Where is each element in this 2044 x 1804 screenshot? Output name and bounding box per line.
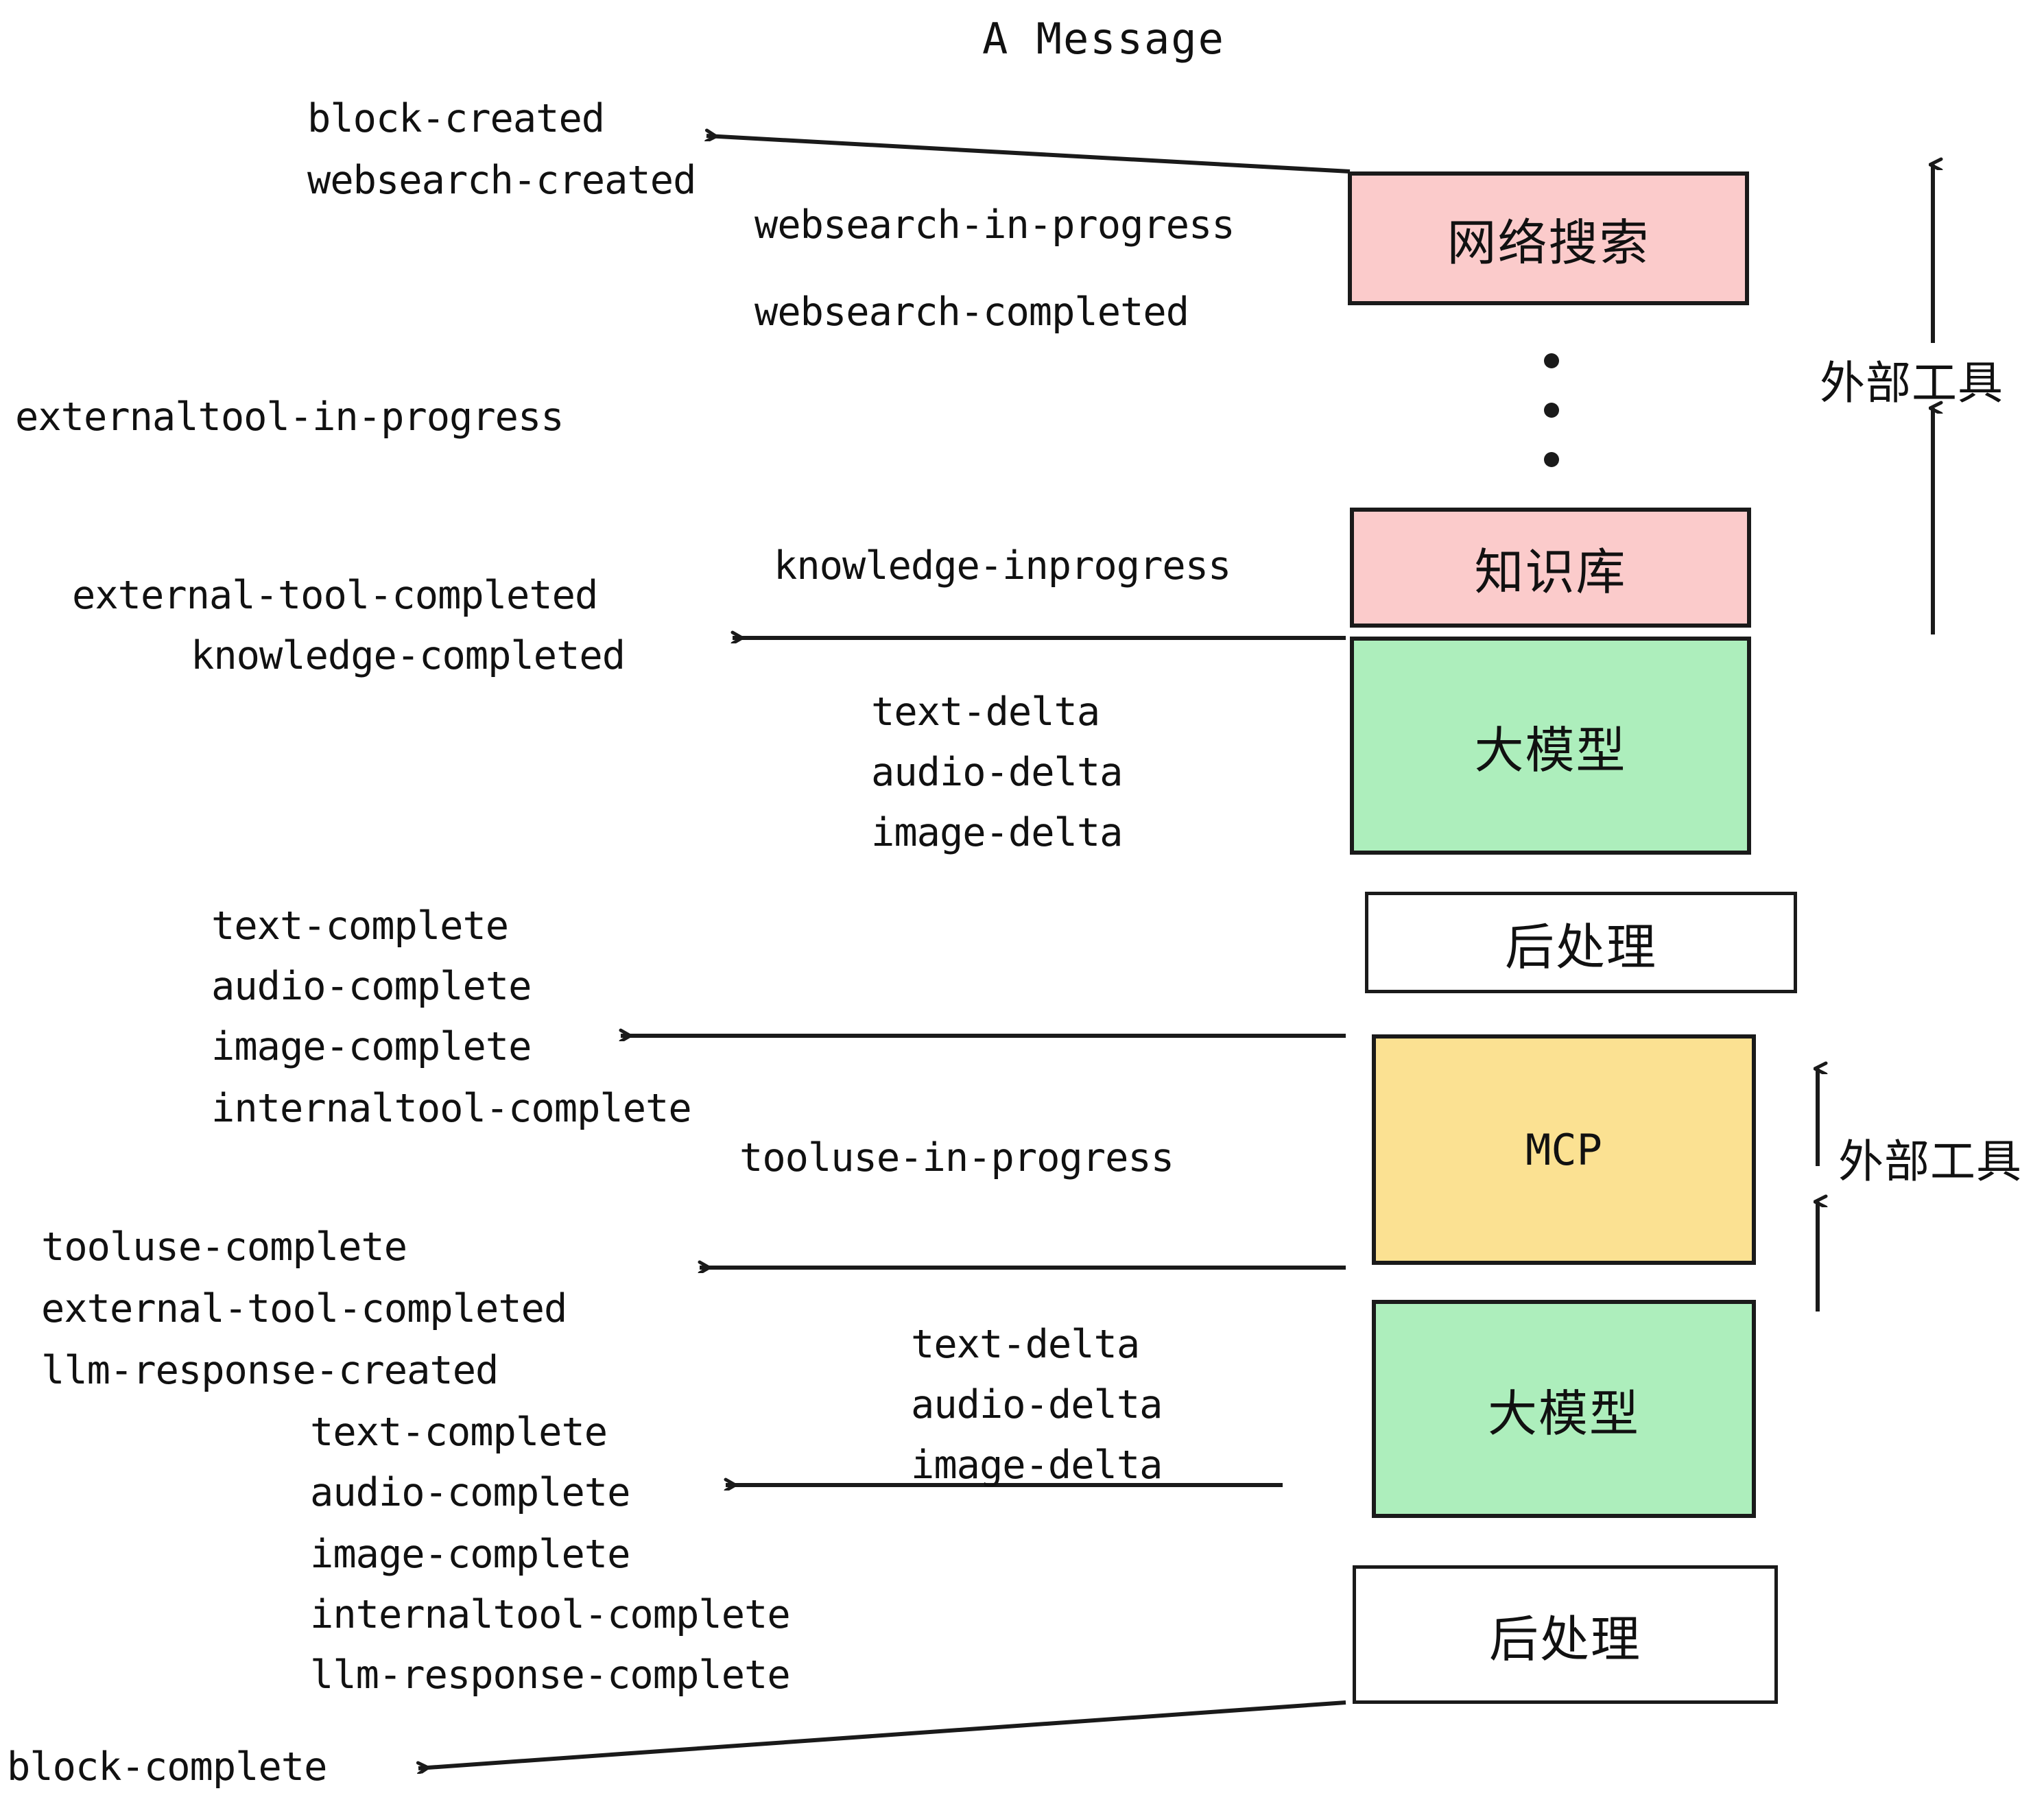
event-websearch-created: websearch-created — [307, 158, 696, 203]
box-postproc-2-label: 后处理 — [1488, 1610, 1641, 1668]
box-llm-2[interactable]: 大模型 — [1372, 1300, 1756, 1518]
event-llm-response-complete: llm-response-complete — [310, 1652, 791, 1698]
event-tooluse-in-progress: tooluse-in-progress — [739, 1135, 1174, 1180]
event-tooluse-complete: tooluse-complete — [41, 1224, 407, 1270]
event-internaltool-complete-1: internaltool-complete — [211, 1086, 692, 1131]
box-knowledge[interactable]: 知识库 — [1350, 508, 1751, 628]
event-text-complete-2: text-complete — [310, 1410, 608, 1455]
event-knowledge-inprogress: knowledge-inprogress — [774, 543, 1231, 589]
side-label-external-tools-bottom: 外部工具 — [1838, 1135, 2022, 1188]
event-block-complete: block-complete — [7, 1744, 327, 1790]
event-image-delta-1: image-delta — [871, 810, 1123, 855]
event-image-complete-1: image-complete — [211, 1024, 532, 1069]
box-websearch[interactable]: 网络搜索 — [1348, 171, 1749, 305]
event-internaltool-complete-2: internaltool-complete — [310, 1592, 791, 1637]
box-websearch-label: 网络搜索 — [1447, 214, 1650, 272]
arrow-postproc2-to-block-complete — [418, 1700, 1346, 1768]
event-external-tool-completed-1: external-tool-completed — [72, 573, 598, 618]
page-title: A Message — [982, 14, 1225, 64]
event-audio-complete-2: audio-complete — [310, 1470, 630, 1515]
box-mcp-label: MCP — [1525, 1124, 1602, 1175]
arrow-websearch-to-created — [706, 136, 1351, 174]
box-knowledge-label: 知识库 — [1474, 543, 1627, 601]
event-audio-delta-2: audio-delta — [911, 1382, 1163, 1427]
ellipsis-dot-3 — [1544, 452, 1559, 467]
box-postproc-2[interactable]: 后处理 — [1353, 1565, 1778, 1704]
event-block-created: block-created — [307, 96, 605, 141]
event-knowledge-completed: knowledge-completed — [191, 633, 626, 678]
event-text-delta-2: text-delta — [911, 1322, 1140, 1367]
box-llm-2-label: 大模型 — [1487, 1384, 1640, 1443]
event-websearch-completed: websearch-completed — [754, 289, 1189, 335]
event-text-delta-1: text-delta — [871, 689, 1100, 735]
event-audio-delta-1: audio-delta — [871, 750, 1123, 795]
box-postproc-1-label: 后处理 — [1504, 918, 1657, 976]
ellipsis-dot-1 — [1544, 353, 1559, 368]
box-llm-1-label: 大模型 — [1474, 721, 1627, 779]
box-postproc-1[interactable]: 后处理 — [1365, 892, 1797, 993]
event-llm-response-created: llm-response-created — [41, 1348, 499, 1393]
event-websearch-in-progress: websearch-in-progress — [754, 202, 1235, 248]
event-text-complete-1: text-complete — [211, 903, 509, 949]
side-label-external-tools-top: 外部工具 — [1820, 357, 2004, 410]
event-audio-complete-1: audio-complete — [211, 964, 532, 1009]
box-llm-1[interactable]: 大模型 — [1350, 637, 1751, 855]
event-image-delta-2: image-delta — [911, 1443, 1163, 1488]
event-externaltool-in-progress: externaltool-in-progress — [15, 394, 565, 440]
box-mcp[interactable]: MCP — [1372, 1034, 1756, 1265]
event-external-tool-completed-2: external-tool-completed — [41, 1286, 567, 1331]
event-image-complete-2: image-complete — [310, 1532, 630, 1577]
ellipsis-dot-2 — [1544, 403, 1559, 418]
